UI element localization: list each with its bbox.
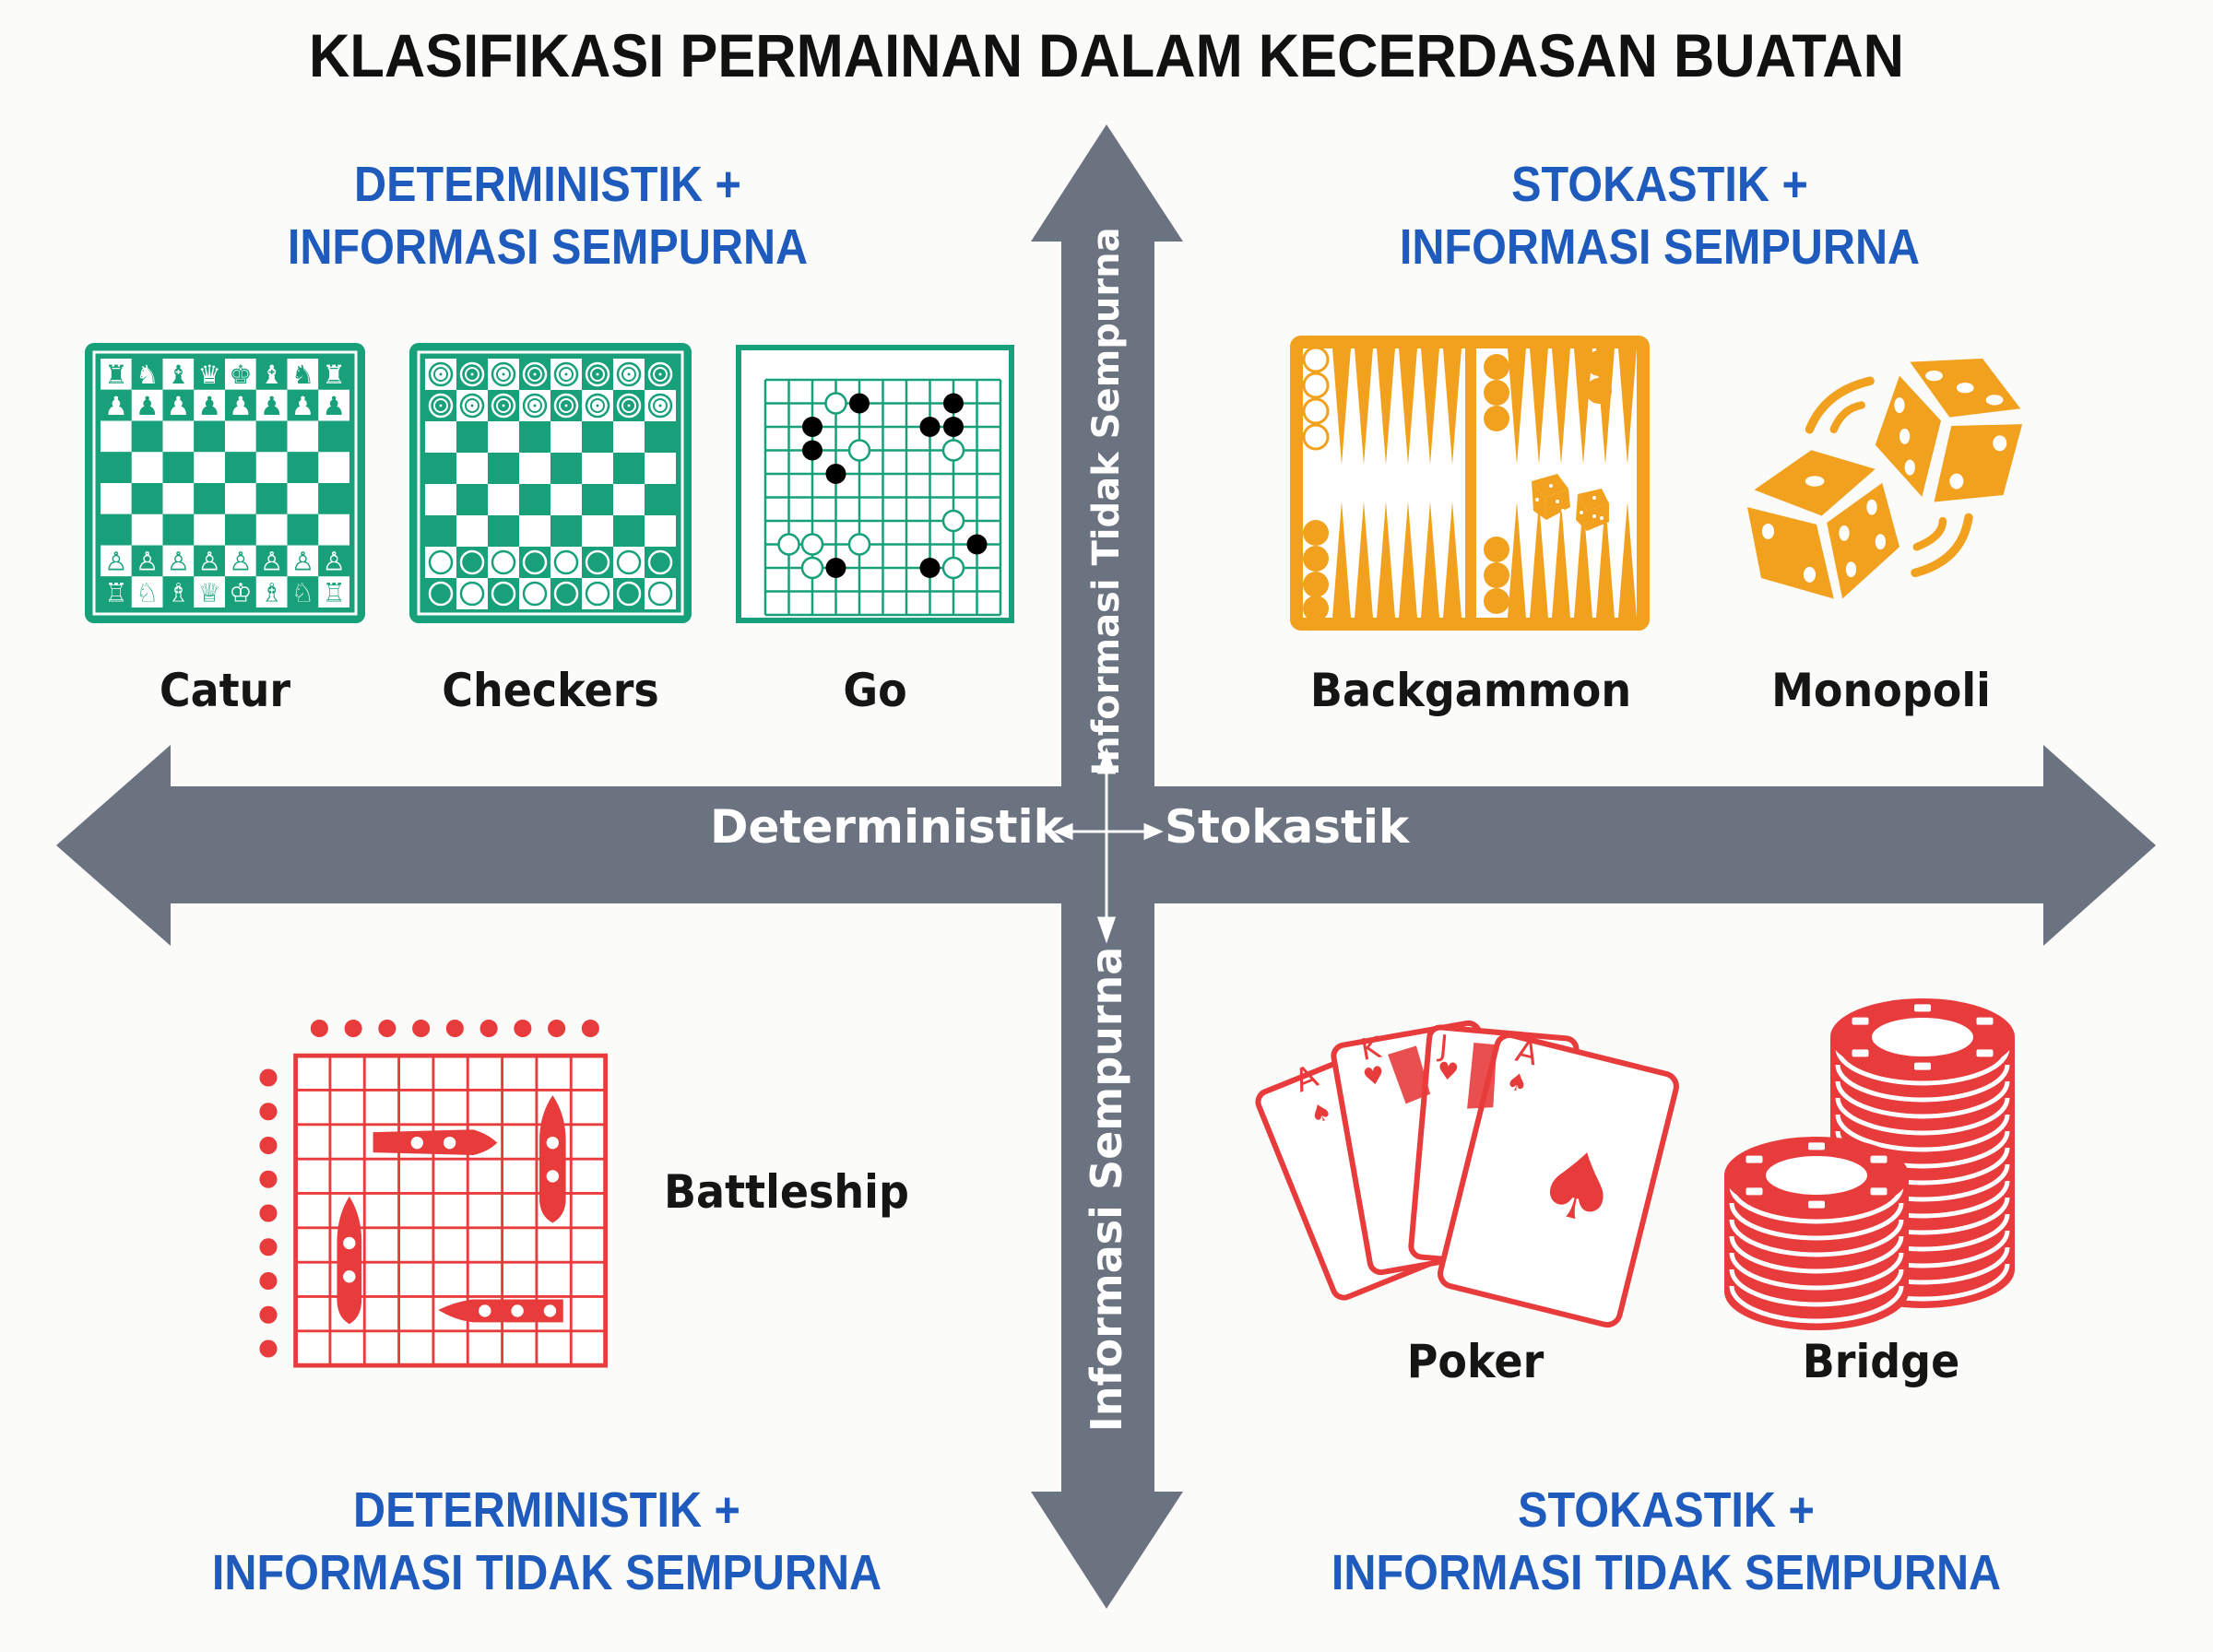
game-label-battleship: Battleship [664, 1165, 909, 1219]
svg-text:♙: ♙ [167, 547, 190, 577]
heading-line1: DETERMINISTIK + [353, 1482, 740, 1538]
svg-text:♜: ♜ [104, 360, 127, 390]
svg-text:♟: ♟ [136, 391, 159, 421]
svg-text:♞: ♞ [291, 360, 314, 390]
card3-rank: J [1436, 1028, 1450, 1064]
svg-text:♟: ♟ [229, 391, 252, 421]
go-board-icon [736, 345, 1014, 623]
backgammon-board-icon [1290, 336, 1650, 631]
svg-text:♙: ♙ [198, 547, 221, 577]
svg-text:♗: ♗ [260, 577, 283, 608]
svg-text:♟: ♟ [167, 391, 190, 421]
axis-label-informasi-sempurna: Informasi Sempurna [1082, 946, 1131, 1433]
heading-line2: INFORMASI TIDAK SEMPURNA [211, 1545, 882, 1600]
heading-line2: INFORMASI SEMPURNA [1399, 219, 1921, 275]
heading-line2: INFORMASI SEMPURNA [287, 219, 809, 275]
svg-text:♗: ♗ [167, 577, 190, 608]
game-label-go: Go [843, 664, 907, 717]
axis-label-informasi-tidak-sempurna: Informasi Tidak Sempurna [1085, 227, 1128, 776]
game-label-catur: Catur [159, 664, 291, 717]
quadrant-heading-bottom-right: STOKASTIK + INFORMASI TIDAK SEMPURNA [1293, 1479, 2040, 1604]
game-label-bridge: Bridge [1802, 1335, 1960, 1388]
axis-label-stokastik: Stokastik [1165, 800, 1410, 854]
svg-text:♟: ♟ [291, 391, 314, 421]
svg-text:♟: ♟ [104, 391, 127, 421]
heading-line1: STOKASTIK + [1511, 157, 1808, 212]
page-title: KLASIFIKASI PERMAINAN DALAM KECERDASAN B… [309, 21, 1904, 89]
svg-text:♘: ♘ [291, 577, 314, 608]
heading-line1: STOKASTIK + [1518, 1482, 1815, 1538]
playing-cards-icon: A ♠ K ♥ J ♥ A ♠ ♠ [1255, 1020, 1679, 1328]
poker-chips-icon [1724, 998, 2015, 1330]
svg-text:♙: ♙ [260, 547, 283, 577]
heading-line1: DETERMINISTIK + [354, 157, 741, 212]
svg-text:♛: ♛ [198, 360, 221, 390]
heading-line2: INFORMASI TIDAK SEMPURNA [1331, 1545, 2002, 1600]
svg-text:♜: ♜ [323, 360, 346, 390]
axis-label-deterministik: Deterministik [710, 800, 1064, 854]
quadrant-heading-top-right: STOKASTIK + INFORMASI SEMPURNA [1328, 153, 1992, 278]
svg-text:♙: ♙ [229, 547, 252, 577]
svg-text:♙: ♙ [291, 547, 314, 577]
card2-suit: ♥ [1361, 1061, 1387, 1092]
chess-board-icon: ♜♞♝♛♚♝♞♜♟♟♟♟♟♟♟♟♙♙♙♙♙♙♙♙♖♘♗♕♔♗♘♖ [85, 343, 365, 623]
four-way-arrow-icon [1053, 747, 1164, 944]
game-label-checkers: Checkers [442, 664, 659, 717]
svg-text:♖: ♖ [323, 577, 346, 608]
quadrant-heading-bottom-left: DETERMINISTIK + INFORMASI TIDAK SEMPURNA [173, 1479, 920, 1604]
game-label-monopoli: Monopoli [1771, 664, 1991, 717]
card3-suit: ♥ [1436, 1057, 1460, 1087]
svg-text:♟: ♟ [323, 391, 346, 421]
battleship-grid-icon [259, 1020, 608, 1368]
svg-text:♙: ♙ [136, 547, 159, 577]
svg-text:♚: ♚ [229, 360, 252, 390]
svg-text:♘: ♘ [136, 577, 159, 608]
quadrant-heading-top-left: DETERMINISTIK + INFORMASI SEMPURNA [216, 153, 880, 278]
svg-text:♝: ♝ [167, 360, 190, 390]
svg-text:♟: ♟ [260, 391, 283, 421]
checkers-board-icon [409, 343, 692, 623]
game-label-backgammon: Backgammon [1309, 664, 1632, 717]
svg-text:♞: ♞ [136, 360, 159, 390]
svg-text:♙: ♙ [323, 547, 346, 577]
svg-text:♝: ♝ [260, 360, 283, 390]
svg-text:♙: ♙ [104, 547, 127, 577]
dice-icon [1747, 358, 2023, 599]
svg-text:♔: ♔ [229, 577, 252, 608]
svg-text:♖: ♖ [104, 577, 127, 608]
svg-text:♕: ♕ [198, 577, 221, 608]
game-label-poker: Poker [1406, 1335, 1544, 1388]
svg-text:♟: ♟ [198, 391, 221, 421]
small-dice-icon [1532, 474, 1609, 531]
